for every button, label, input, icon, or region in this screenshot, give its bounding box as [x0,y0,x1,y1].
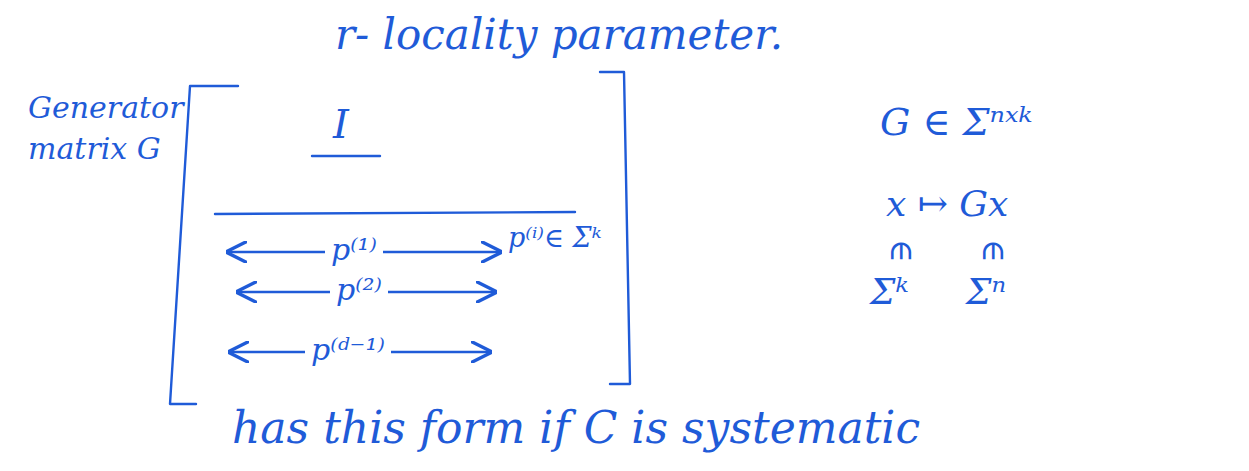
side-note: Generator matrix G [28,88,168,169]
identity-block: I [333,100,349,148]
identity-underline [312,155,380,157]
heading-note: r- locality parameter. [335,10,783,60]
footer-note: has this form if C is systematic [232,402,920,455]
member-symbol: ∈ [883,239,921,263]
matrix-type: G ∈ Σⁿˣᵏ [880,100,1032,146]
row-note: p⁽ⁱ⁾∈ Σᵏ [508,222,602,254]
row-label: p⁽¹⁾ [325,232,383,268]
right-bracket [600,72,630,384]
row-label: p⁽²⁾ [330,272,388,308]
left-bracket [170,86,238,404]
row-label: p⁽ᵈ⁻¹⁾ [305,332,391,368]
domain-set: Σᵏ [870,270,909,313]
member-symbol: ∈ [975,239,1013,263]
map-formula: x ↦ Gx [886,182,1008,225]
block-separator [215,212,575,214]
codomain-set: Σⁿ [966,270,1006,313]
